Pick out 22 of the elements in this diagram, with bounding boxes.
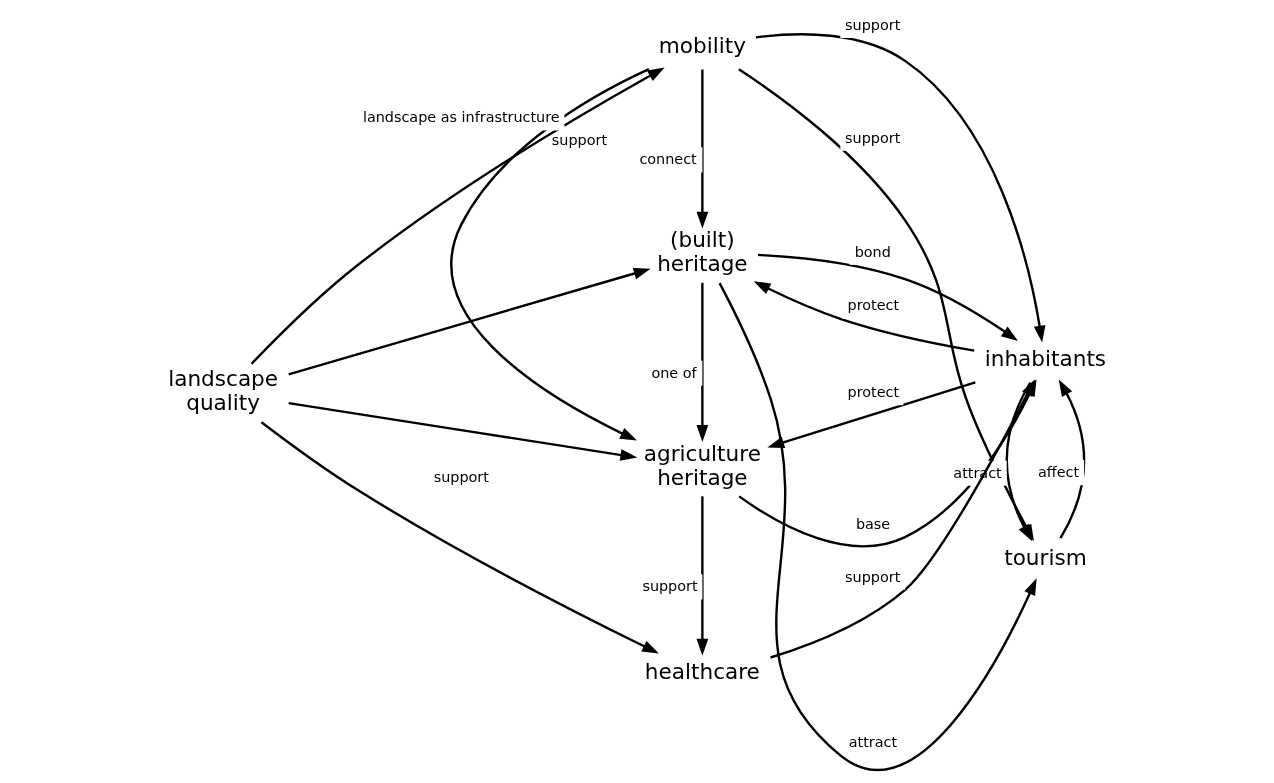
edge-label: support [845, 568, 901, 585]
edge-label: support [433, 469, 489, 486]
edge-label: support [551, 132, 608, 149]
node-text: (built) heritage [657, 227, 748, 277]
edge-label: support [845, 16, 901, 33]
edge-label: connect [639, 151, 697, 168]
node-text: mobility [658, 32, 746, 58]
edge-label: landscape as infrastructure [362, 109, 560, 126]
edge-label: attract [848, 734, 898, 751]
node-text: tourism [1004, 545, 1087, 571]
node-text: landscape quality [168, 366, 279, 416]
edge-label: bond [854, 243, 891, 260]
edge-label: base [855, 515, 891, 532]
edge-label: support [642, 578, 698, 595]
node-text: inhabitants [984, 346, 1107, 372]
node-text: healthcare [644, 659, 760, 685]
node-text: agriculture heritage [643, 440, 761, 490]
edge-label: one of [651, 364, 697, 381]
edge-label: affect [1037, 463, 1080, 480]
edge-label: protect [847, 297, 900, 314]
edge-label: protect [847, 383, 900, 400]
edge-label: support [845, 129, 901, 146]
